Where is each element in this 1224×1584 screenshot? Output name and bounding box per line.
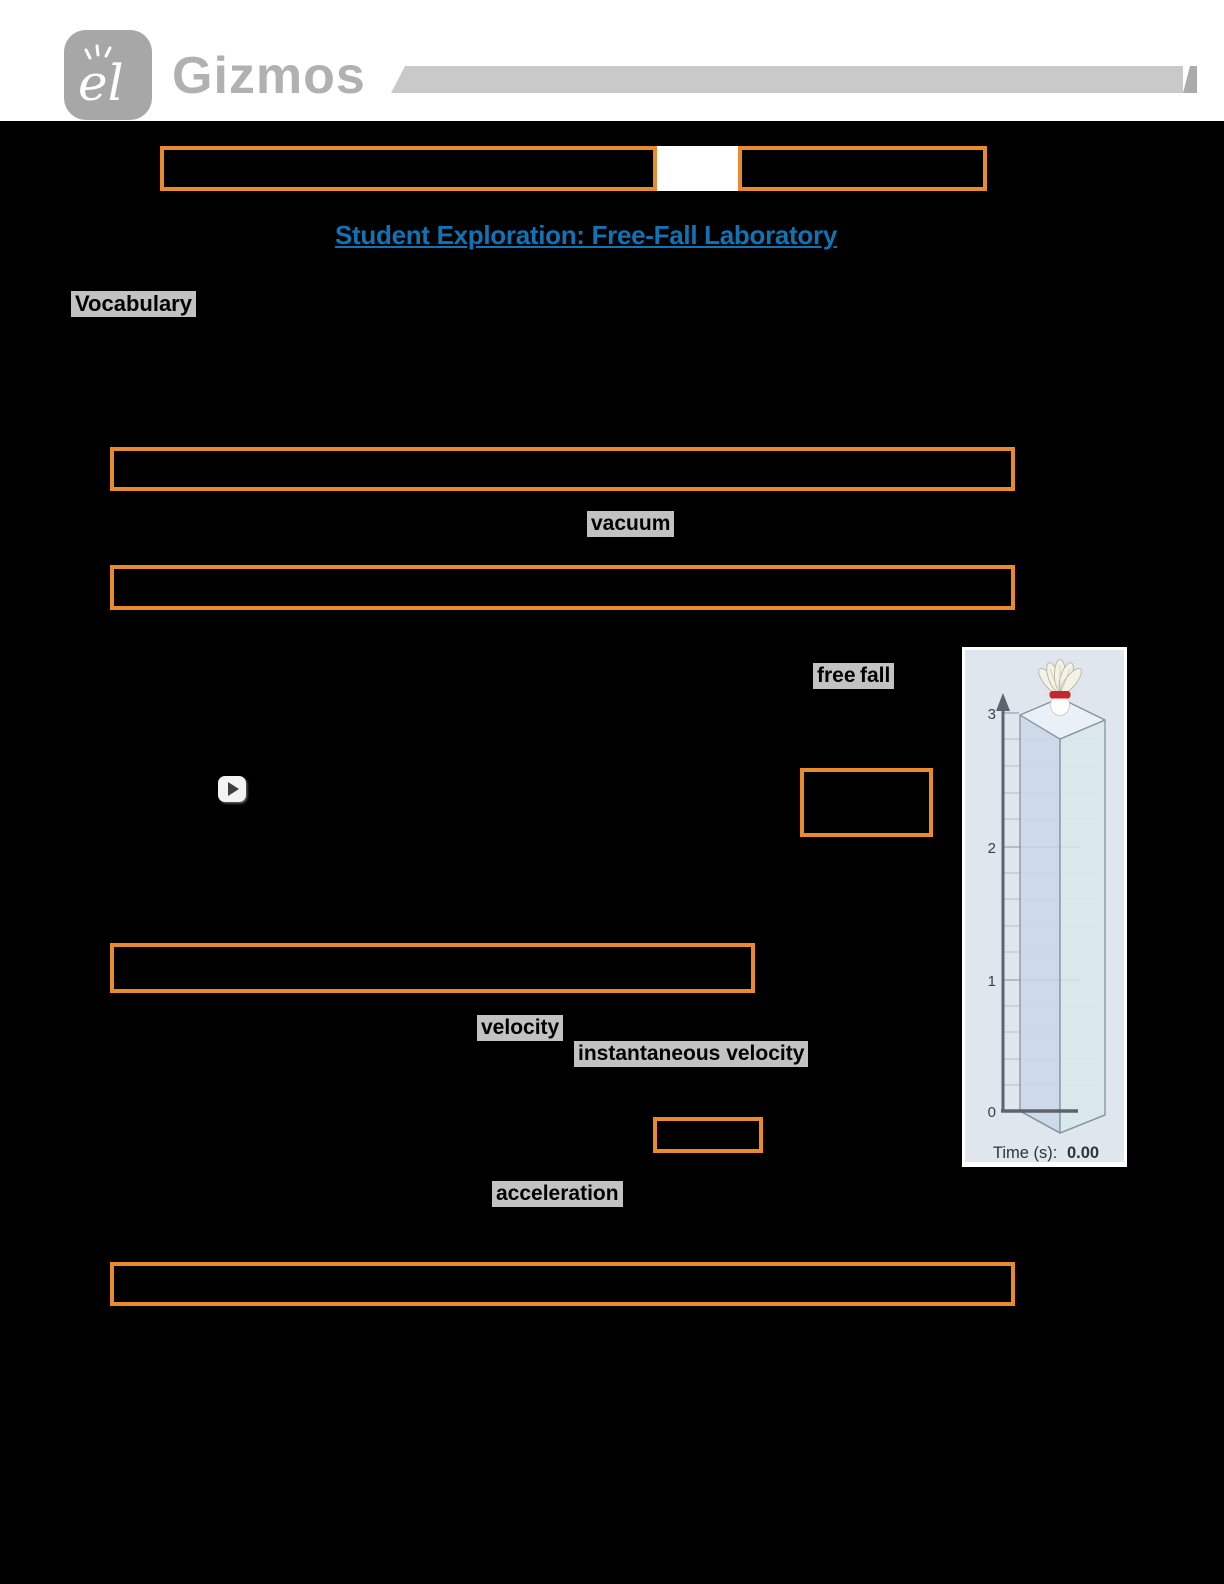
time-readout: Time (s): 0.00 (993, 1144, 1099, 1162)
term-instantaneous-velocity: instantaneous velocity (574, 1041, 809, 1067)
term-acceleration: acceleration (492, 1181, 623, 1207)
axis-tick-3: 3 (988, 706, 996, 723)
freefall-gizmo-panel: 3 2 1 0 Time (s): (962, 647, 1127, 1167)
term-free: free (813, 663, 860, 689)
name-field-box[interactable] (160, 146, 657, 191)
height-axis: 3 2 1 0 (988, 693, 1078, 1121)
header-banner-bar (391, 66, 1183, 93)
freefall-tube (1019, 697, 1106, 1134)
axis-tick-0: 0 (988, 1104, 996, 1121)
header-banner-cap (1183, 66, 1197, 93)
axis-arrow-icon (996, 693, 1010, 711)
page-header: el Gizmos (0, 0, 1224, 121)
answer-box-6[interactable] (110, 1262, 1015, 1306)
time-value: 0.00 (1067, 1144, 1099, 1162)
term-velocity: velocity (477, 1015, 564, 1041)
answer-box-4[interactable] (110, 943, 755, 993)
term-vacuum: vacuum (587, 511, 675, 537)
gizmos-brand-text: Gizmos (172, 47, 366, 105)
date-field-box[interactable] (738, 146, 987, 191)
el-script-icon: el (78, 44, 124, 112)
answer-box-5[interactable] (653, 1117, 763, 1153)
shuttlecock-icon (1038, 659, 1082, 716)
axis-tick-2: 2 (988, 840, 996, 857)
axis-tick-1: 1 (988, 973, 996, 990)
answer-box-2[interactable] (110, 565, 1015, 610)
explorelearning-logo: el (64, 30, 152, 120)
play-button[interactable] (218, 776, 246, 802)
vocabulary-heading: Vocabulary (71, 291, 196, 317)
time-label: Time (s): (993, 1144, 1057, 1162)
document-title-link[interactable]: Student Exploration: Free-Fall Laborator… (335, 220, 837, 250)
play-icon (228, 782, 239, 796)
term-fall: fall (856, 663, 895, 689)
answer-box-3[interactable] (800, 768, 933, 837)
answer-box-1[interactable] (110, 447, 1015, 491)
svg-text:el: el (78, 54, 124, 112)
form-blank-cell (657, 146, 738, 191)
